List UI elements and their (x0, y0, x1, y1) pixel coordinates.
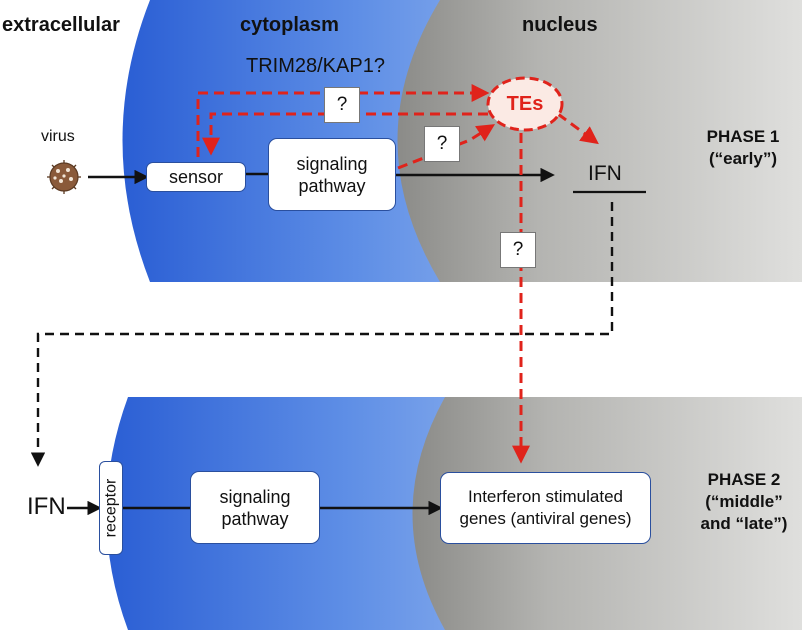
black-arrows (67, 167, 555, 516)
question-mark: ? (512, 239, 524, 260)
virus-label: virus (41, 128, 75, 145)
phase2-line1: PHASE 2 (707, 470, 781, 489)
phase2-signaling-pathway-box: signaling pathway (190, 471, 320, 544)
nucleus-region-top (397, 0, 802, 282)
phase1-signaling-pathway-box: signaling pathway (268, 138, 396, 211)
pathway-to-tes-arrow (397, 124, 496, 170)
phase2-ifn-label: IFN (27, 493, 66, 520)
question-box-pathway-tes: ? (424, 126, 460, 162)
tes-label: TEs (506, 92, 544, 115)
isg-box: Interferon stimulated genes (antiviral g… (440, 472, 651, 544)
tes-to-sensor-arrow (202, 112, 488, 156)
signaling-label: signaling (219, 486, 291, 507)
nucleus-header: nucleus (522, 14, 598, 36)
pathway-label: pathway (221, 508, 289, 529)
sensor-label: sensor (168, 167, 224, 187)
ifn-secretion-dashed-arrow (30, 202, 614, 467)
question-mark: ? (336, 94, 348, 115)
question-box-tes-sensor: ? (324, 87, 360, 123)
phase1-ifn-label: IFN (588, 162, 622, 185)
phase1-cell-background (122, 0, 802, 282)
tes-ellipse (486, 76, 564, 132)
virus-particle-icon (47, 160, 81, 194)
phase1-title: PHASE 1 (“early”) (688, 126, 798, 170)
isg-line2: genes (antiviral genes) (459, 509, 632, 528)
trim28-kap1-label: TRIM28/KAP1? (246, 55, 385, 77)
cytoplasm-header: cytoplasm (240, 14, 339, 36)
phase2-line3: and “late”) (700, 514, 788, 533)
tes-to-ifn-arrow (557, 112, 599, 145)
receptor-box: receptor (99, 461, 123, 555)
pathway-label: pathway (298, 175, 366, 196)
phase2-line2: (“middle” (705, 492, 783, 511)
red-dashed-arrows (196, 84, 599, 464)
question-mark: ? (436, 133, 448, 154)
isg-line1: Interferon stimulated (468, 487, 623, 506)
receptor-label: receptor (102, 478, 120, 538)
signaling-label: signaling (296, 153, 368, 174)
phase1-line1: PHASE 1 (706, 127, 780, 146)
sensor-to-tes-arrow (196, 84, 490, 157)
extracellular-header: extracellular (2, 14, 120, 36)
phase2-title: PHASE 2 (“middle” and “late”) (686, 469, 802, 535)
phase1-line2: (“early”) (708, 149, 778, 168)
sensor-box: sensor (146, 162, 246, 192)
question-box-tes-isg: ? (500, 232, 536, 268)
